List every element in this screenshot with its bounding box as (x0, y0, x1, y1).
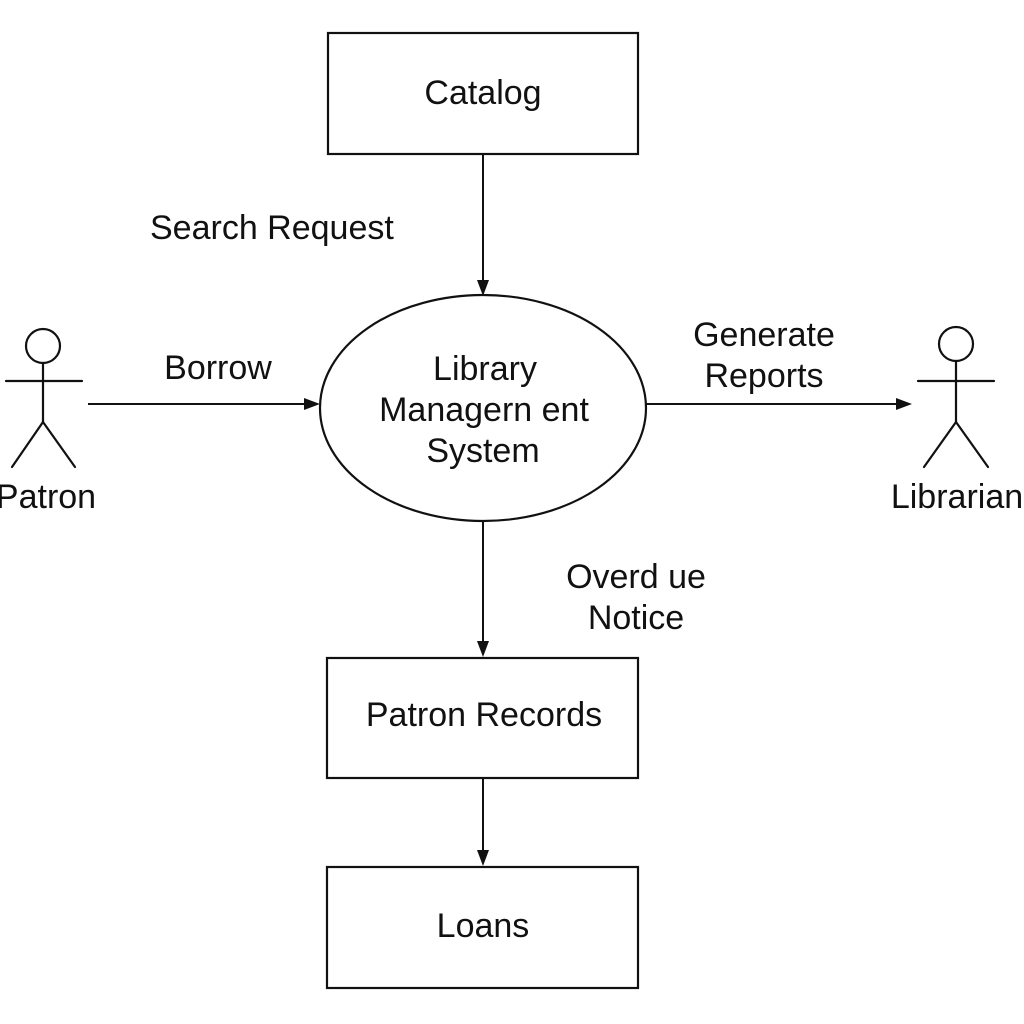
catalog-node[interactable]: Catalog (326, 31, 640, 156)
patron-label: Patron (0, 478, 96, 516)
overdue-notice-label-line-2: Notice (588, 599, 684, 637)
librarian-actor[interactable]: Librarian (891, 325, 1023, 516)
records-to-loans-arrowhead (477, 850, 489, 866)
overdue-notice-label-line-1: Overd ue (566, 558, 706, 596)
patron-actor[interactable]: Patron (0, 327, 96, 516)
process-label-line-1: Library (433, 350, 537, 388)
process-label-line-2: Managern ent (379, 391, 589, 429)
catalog-label: Catalog (424, 74, 541, 112)
search-request-label: Search Request (150, 209, 394, 247)
borrow-flow: Borrow (88, 349, 320, 410)
patron-records-box (325, 656, 640, 780)
generate-reports-flow: Generate Reports (646, 316, 912, 410)
borrow-arrowhead (304, 398, 320, 410)
library-management-system-process[interactable]: Library Managern ent System (318, 293, 648, 523)
loans-label: Loans (437, 907, 530, 945)
loans-node[interactable]: Loans (325, 865, 640, 990)
process-label-line-3: System (426, 432, 539, 470)
generate-reports-arrowhead (896, 398, 912, 410)
librarian-stick-figure-icon (916, 325, 996, 469)
generate-reports-label-line-2: Reports (704, 357, 823, 395)
search-request-flow: Search Request (150, 154, 489, 296)
generate-reports-label-line-1: Generate (693, 316, 835, 354)
catalog-box (326, 31, 640, 156)
loans-box (325, 865, 640, 990)
patron-stick-figure-icon (4, 327, 84, 469)
search-request-arrowhead (477, 280, 489, 296)
borrow-label: Borrow (164, 349, 272, 387)
librarian-label: Librarian (891, 478, 1023, 516)
patron-records-label: Patron Records (366, 696, 602, 734)
records-to-loans-flow (477, 778, 489, 866)
overdue-notice-flow: Overd ue Notice (477, 521, 706, 657)
patron-records-node[interactable]: Patron Records (325, 656, 640, 780)
overdue-notice-arrowhead (477, 641, 489, 657)
